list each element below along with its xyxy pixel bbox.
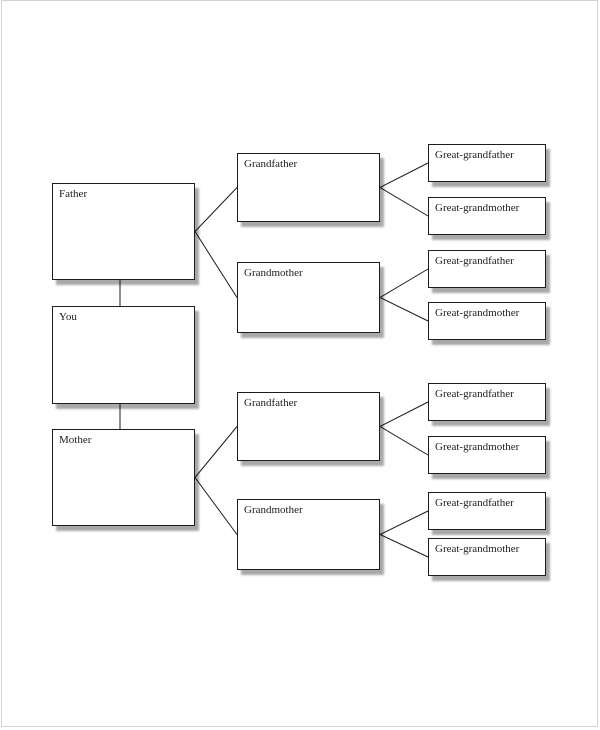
node-paternal-grandfather: Grandfather [237, 153, 380, 222]
connector-maternal-grandfather-great-grandfather [379, 401, 429, 427]
connector-maternal-grandmother-great-grandfather [379, 510, 429, 535]
connector-paternal-grandfather-great-grandmother [379, 187, 429, 217]
connector-mother-maternal-grandmother [194, 477, 238, 535]
node-maternal-grandmother: Grandmother [237, 499, 380, 570]
node-paternal-grandfathers-father: Great-grandfather [428, 144, 546, 182]
node-maternal-grandmother-label: Grandmother [244, 504, 303, 516]
node-great-grandmother-label: Great-grandmother [435, 543, 520, 555]
node-maternal-grandmothers-mother: Great-grandmother [428, 538, 546, 576]
node-paternal-grandmothers-mother: Great-grandmother [428, 302, 546, 340]
node-maternal-grandfather: Grandfather [237, 392, 380, 461]
node-maternal-grandmothers-father: Great-grandfather [428, 492, 546, 530]
node-great-grandmother-label: Great-grandmother [435, 202, 520, 214]
node-maternal-grandfather-label: Grandfather [244, 397, 298, 409]
node-maternal-grandfathers-mother: Great-grandmother [428, 436, 546, 474]
node-paternal-grandfather-label: Grandfather [244, 158, 298, 170]
connector-paternal-grandfather-great-grandfather [379, 162, 429, 188]
node-great-grandfather-label: Great-grandfather [435, 255, 514, 267]
connector-father-paternal-grandfather [194, 187, 238, 232]
connector-paternal-grandmother-great-grandmother [379, 297, 429, 322]
node-great-grandmother-label: Great-grandmother [435, 307, 520, 319]
node-paternal-grandmothers-father: Great-grandfather [428, 250, 546, 288]
node-great-grandmother-label: Great-grandmother [435, 441, 520, 453]
node-paternal-grandmother: Grandmother [237, 262, 380, 333]
connector-mother-maternal-grandfather [194, 426, 238, 478]
node-mother: Mother [52, 429, 195, 526]
connector-paternal-grandmother-great-grandfather [379, 268, 429, 298]
node-paternal-grandfathers-mother: Great-grandmother [428, 197, 546, 235]
node-maternal-grandfathers-father: Great-grandfather [428, 383, 546, 421]
node-father-label: Father [59, 188, 88, 200]
node-father: Father [52, 183, 195, 280]
node-paternal-grandmother-label: Grandmother [244, 267, 303, 279]
node-mother-label: Mother [59, 434, 92, 446]
node-great-grandfather-label: Great-grandfather [435, 388, 514, 400]
node-you: You [52, 306, 195, 404]
connector-maternal-grandmother-great-grandmother [379, 534, 429, 558]
connector-maternal-grandfather-great-grandmother [379, 426, 429, 456]
node-great-grandfather-label: Great-grandfather [435, 149, 514, 161]
connector-father-paternal-grandmother [194, 231, 238, 298]
node-great-grandfather-label: Great-grandfather [435, 497, 514, 509]
node-you-label: You [59, 311, 77, 323]
